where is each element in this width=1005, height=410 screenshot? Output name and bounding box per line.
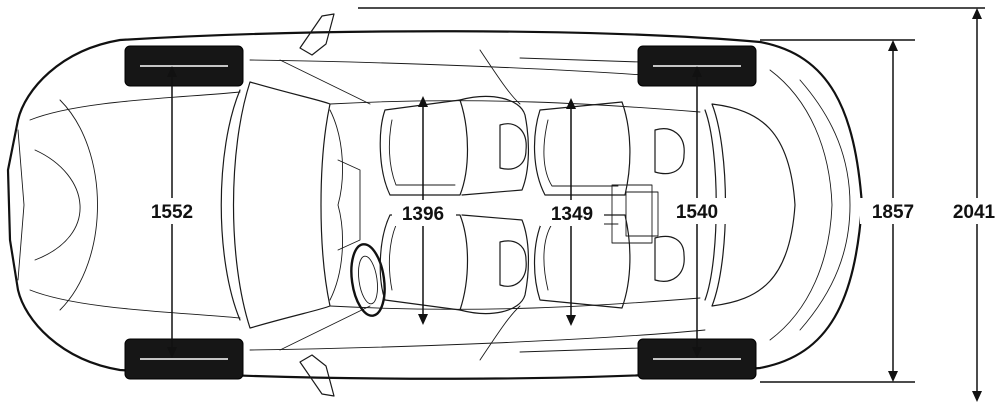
steering-wheel-icon: [350, 243, 386, 317]
front-track-label: 1552: [151, 202, 193, 223]
width-with-mirrors-label: 2041: [953, 202, 996, 223]
hood-lines: [17, 91, 241, 319]
right-mirror-icon: [299, 354, 335, 397]
dashboard: [329, 109, 361, 301]
front-seat-left: [379, 95, 530, 196]
rear-track-label: 1540: [676, 202, 718, 223]
rear-seat-left: [533, 101, 685, 196]
left-mirror-icon: [299, 13, 335, 56]
rear-seat-width-label: 1349: [551, 204, 593, 225]
front-seat-width-label: 1396: [402, 204, 444, 225]
extension-lines: [358, 7, 985, 383]
side-mirrors: [299, 13, 335, 397]
body-width-label: 1857: [872, 202, 914, 223]
rear-center-console: [611, 184, 659, 244]
dimension-labels: 1552 1396 1349 1540 1857 2041: [140, 198, 1005, 226]
tires: [124, 45, 757, 380]
